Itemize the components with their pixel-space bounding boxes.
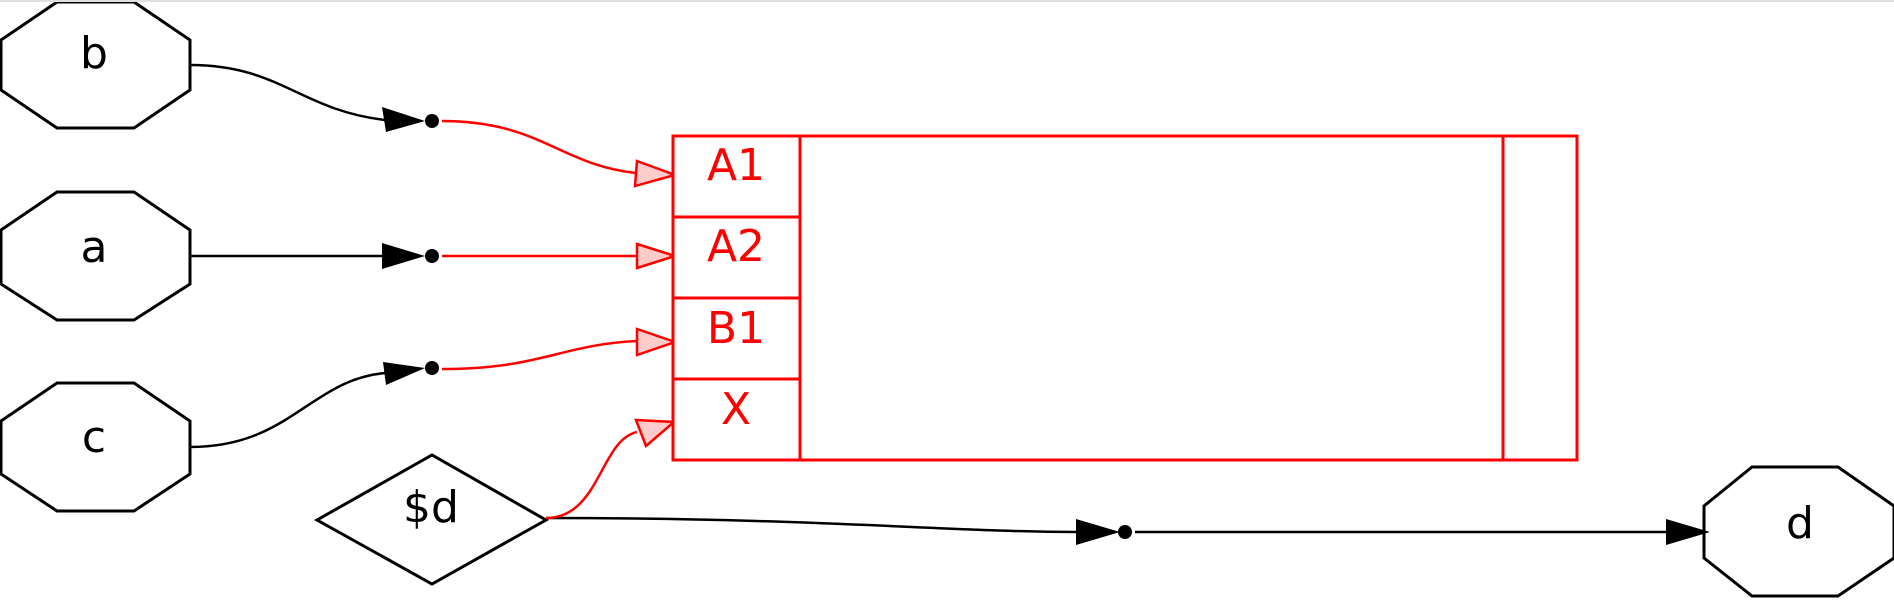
arrow-dconst-icon <box>1076 519 1120 545</box>
cell-pin-a2[interactable]: A2 <box>707 221 765 272</box>
arrow-c-icon <box>383 362 425 385</box>
wire-a-to-dot <box>190 243 439 269</box>
junction-b-dot <box>425 114 439 128</box>
port-d-out[interactable]: d <box>1702 465 1894 598</box>
cell-pin-a1[interactable]: A1 <box>707 140 765 191</box>
arrow-red-x-icon <box>634 418 678 449</box>
port-c[interactable]: c <box>0 381 192 513</box>
port-a[interactable]: a <box>0 190 192 322</box>
wire-red-c <box>441 327 679 371</box>
wire-red-a <box>442 242 680 270</box>
wire-c-to-dot <box>189 361 439 449</box>
arrow-red-a2-icon <box>635 242 680 270</box>
junction-c-dot <box>425 361 439 375</box>
cell-block[interactable]: A1 A2 B1 X <box>671 134 1579 462</box>
wire-red-constant <box>545 418 678 520</box>
arrow-red-b1-icon <box>635 327 679 357</box>
port-b-label: b <box>80 28 108 79</box>
arrow-red-a1-icon <box>633 159 680 188</box>
constant-d[interactable]: $d <box>313 453 550 586</box>
wire-constant-to-d <box>545 516 1710 545</box>
junction-a-dot <box>425 249 439 263</box>
junction-d-dot <box>1118 525 1132 539</box>
port-d-out-label: d <box>1786 498 1814 549</box>
wire-red-b <box>441 119 680 188</box>
port-b[interactable]: b <box>0 0 192 130</box>
cell-pin-b1[interactable]: B1 <box>707 303 765 354</box>
port-c-label: c <box>82 412 106 463</box>
top-border <box>0 0 1894 2</box>
arrow-b-icon <box>382 107 425 132</box>
constant-d-label: $d <box>403 482 459 533</box>
arrow-a-icon <box>382 243 425 269</box>
arrow-d-out-icon <box>1666 519 1710 545</box>
wire-b-to-dot <box>189 63 439 132</box>
cell-pin-x[interactable]: X <box>721 384 751 435</box>
port-a-label: a <box>81 222 108 273</box>
